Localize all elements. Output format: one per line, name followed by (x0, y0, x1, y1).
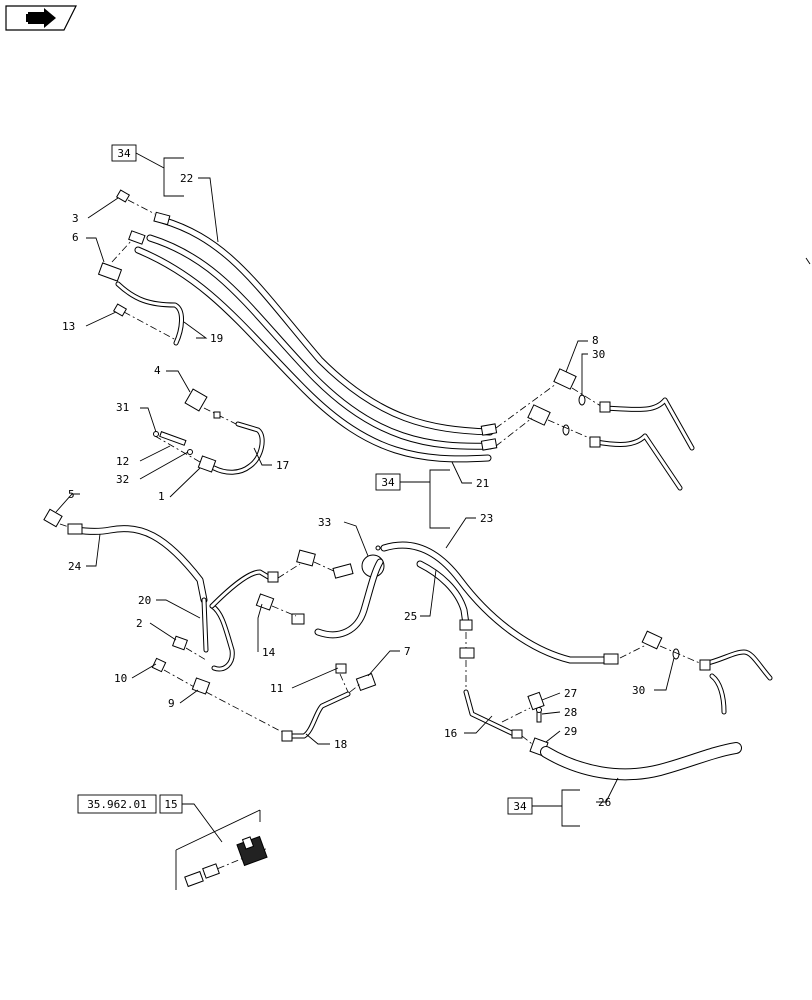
back-arrow-icon[interactable] (5, 5, 77, 31)
callout-7: 7 (404, 645, 411, 658)
callout-8: 8 (592, 334, 599, 347)
svg-text:15: 15 (164, 798, 177, 811)
oring-30-upper (547, 387, 605, 441)
callout-13: 13 (62, 320, 75, 333)
valve-assembly-15 (175, 809, 269, 890)
elbow-fitting-4 (184, 388, 237, 425)
callout-3: 3 (72, 212, 79, 225)
callout-4: 4 (154, 364, 161, 377)
fitting-8 (495, 368, 577, 447)
fitting-3 (115, 189, 156, 215)
hose-assembly-22 (146, 216, 494, 450)
tube-19 (115, 281, 184, 346)
fitting-2 (172, 635, 207, 661)
callout-17: 17 (276, 459, 289, 472)
pin-12 (153, 431, 201, 463)
svg-text:34: 34 (513, 800, 527, 813)
hose-assembly-21 (134, 246, 492, 463)
hose-20 (201, 569, 279, 672)
callout-2: 2 (136, 617, 143, 630)
leader-lines (55, 197, 675, 745)
tube-16 (463, 689, 523, 739)
callout-23: 23 (480, 512, 493, 525)
callout-10: 10 (114, 672, 127, 685)
ref-box-35-962-01: 35.962.01 15 (77, 794, 223, 843)
callout-16: 16 (444, 727, 457, 740)
ref-box-34-top: 34 (111, 144, 472, 484)
callout-labels: 3 6 13 19 22 4 31 12 32 1 17 21 8 30 5 2… (62, 172, 645, 809)
fitting-7 (349, 672, 377, 693)
tube-17 (211, 421, 265, 475)
callout-12: 12 (116, 455, 129, 468)
callout-32: 32 (116, 473, 129, 486)
fitting-16-upper (459, 632, 475, 688)
callout-30-lower: 30 (632, 684, 645, 697)
callout-28: 28 (564, 706, 577, 719)
fitting-1 (197, 455, 217, 473)
callout-21: 21 (476, 477, 489, 490)
callout-29: 29 (564, 725, 577, 738)
ref-box-34-bottom: 34 (507, 777, 619, 827)
svg-text:35.962.01: 35.962.01 (87, 798, 147, 811)
fitting-14 (255, 593, 305, 625)
callout-19: 19 (210, 332, 223, 345)
callout-25: 25 (404, 610, 417, 623)
callout-30-upper: 30 (592, 348, 605, 361)
callout-14: 14 (262, 646, 276, 659)
callout-33: 33 (318, 516, 331, 529)
right-lower-connection (619, 630, 773, 715)
svg-text:34: 34 (381, 476, 395, 489)
tubes-right-upper (589, 397, 695, 491)
tube-18 (281, 691, 351, 742)
fitting-13 (112, 303, 177, 341)
svg-text:34: 34 (117, 147, 131, 160)
callout-27: 27 (564, 687, 577, 700)
callout-22: 22 (180, 172, 193, 185)
hose-24 (67, 523, 208, 604)
callout-26: 26 (598, 796, 611, 809)
hose-26 (540, 742, 742, 781)
hose-25 (314, 558, 473, 639)
callout-31: 31 (116, 401, 129, 414)
callout-9: 9 (168, 697, 175, 710)
hose-23 (380, 541, 619, 665)
callout-24: 24 (68, 560, 82, 573)
fitting-9 (191, 677, 287, 735)
callout-18: 18 (334, 738, 347, 751)
callout-5: 5 (68, 488, 75, 501)
callout-1: 1 (158, 490, 165, 503)
callout-11: 11 (270, 682, 283, 695)
fitting-10 (151, 657, 197, 689)
ref-box-34-mid: 34 (375, 469, 476, 549)
screw-28 (536, 707, 542, 723)
callout-20: 20 (138, 594, 151, 607)
tee-fitting-6 (97, 239, 133, 282)
callout-6: 6 (72, 231, 79, 244)
fittings-near-33 (277, 549, 354, 579)
